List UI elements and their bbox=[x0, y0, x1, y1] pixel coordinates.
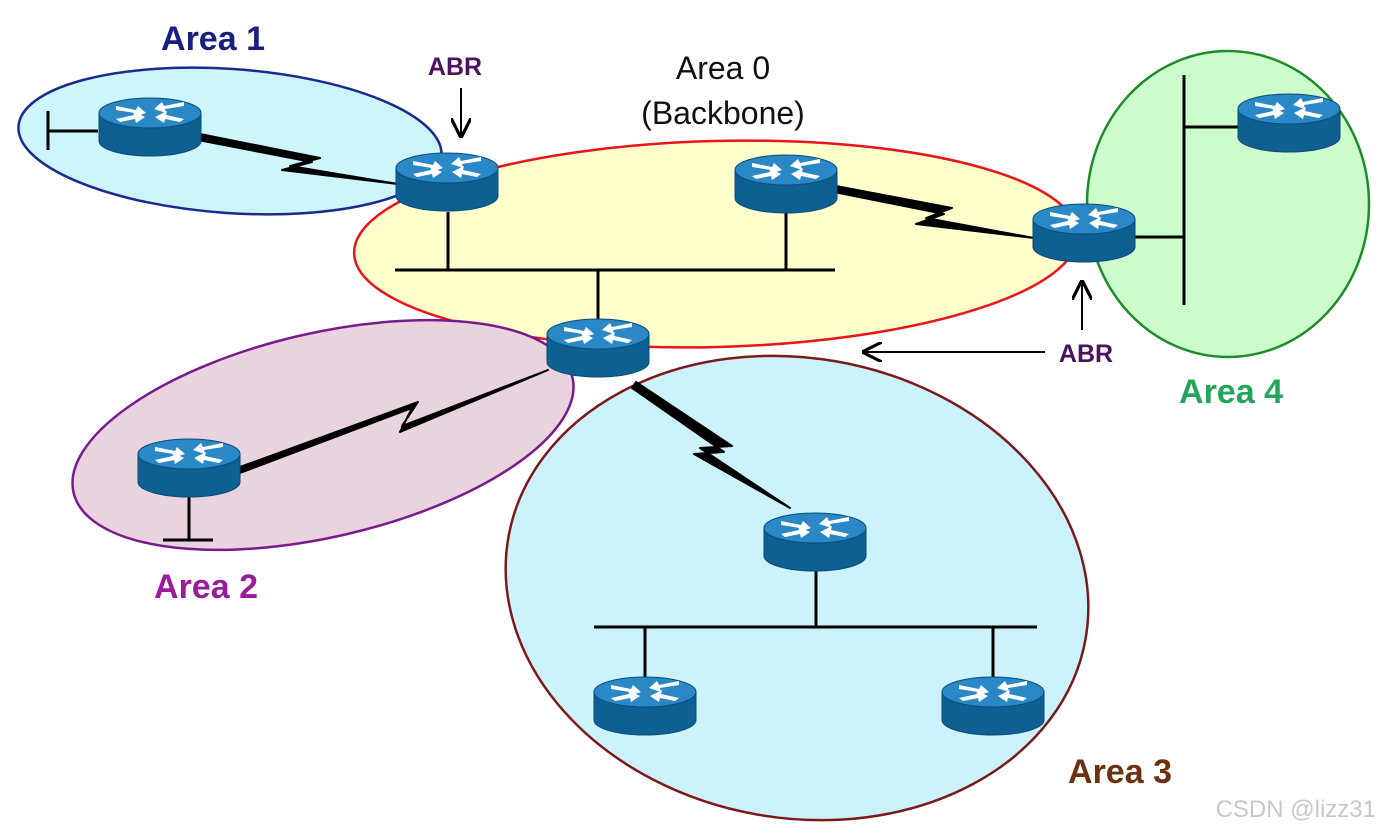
abr-label-right: ABR bbox=[1059, 340, 1113, 368]
router-area3-top[interactable] bbox=[763, 512, 867, 572]
router-area0[interactable] bbox=[734, 154, 838, 214]
area0-title: Area 0 bbox=[676, 50, 770, 86]
area2-label: Area 2 bbox=[154, 568, 258, 606]
network-links bbox=[46, 75, 1238, 682]
watermark: CSDN @lizz31 bbox=[1216, 796, 1376, 823]
abr-arrows bbox=[461, 88, 1082, 352]
area0-subtitle: (Backbone) bbox=[641, 95, 805, 131]
area3-label: Area 3 bbox=[1068, 753, 1172, 791]
router-area3-right[interactable] bbox=[941, 676, 1045, 736]
router-abr-area0-area2-area3[interactable] bbox=[546, 318, 650, 378]
area1-label: Area 1 bbox=[161, 20, 265, 58]
area4-label: Area 4 bbox=[1179, 373, 1283, 411]
area4-ellipse bbox=[1085, 49, 1371, 359]
router-area2[interactable] bbox=[137, 438, 241, 498]
router-abr-area0-area4[interactable] bbox=[1032, 203, 1136, 263]
router-abr-area0-area1[interactable] bbox=[395, 152, 499, 212]
router-area3-left[interactable] bbox=[593, 676, 697, 736]
abr-label-top: ABR bbox=[428, 53, 482, 81]
router-area1[interactable] bbox=[98, 97, 202, 157]
serial-links bbox=[197, 133, 1035, 509]
router-area4[interactable] bbox=[1237, 93, 1341, 153]
